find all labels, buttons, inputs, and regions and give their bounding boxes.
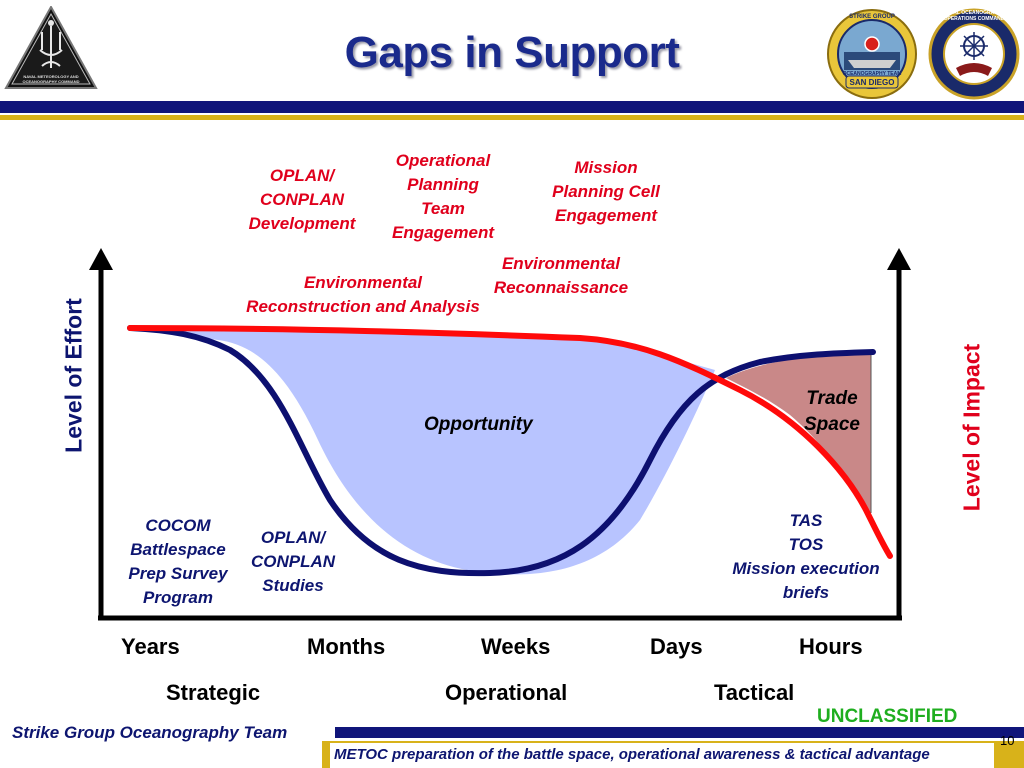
label-line: COCOM (145, 516, 211, 535)
opt-engagement-label: Operational Planning Team Engagement (378, 149, 508, 245)
header-bar-navy (0, 101, 1024, 113)
left-axis-arrow (89, 248, 113, 270)
right-axis-arrow (887, 248, 911, 270)
page-number: 10 (1000, 733, 1015, 748)
label-line: briefs (782, 583, 830, 602)
label-line: OPLAN/ (269, 166, 335, 185)
classification-label: UNCLASSIFIED (817, 706, 958, 727)
label-line: Planning Cell (552, 182, 660, 201)
tick-months: Months (307, 634, 386, 659)
label-line: TAS (789, 511, 823, 530)
effort-curve (127, 325, 876, 577)
opportunity-label: Opportunity (424, 414, 533, 435)
label-line: Studies (262, 576, 324, 595)
footer-org: Strike Group Oceanography Team (12, 723, 288, 742)
tick-years: Years (121, 634, 180, 659)
phase-operational: Operational (445, 680, 568, 705)
sgot-logo-top-text: STRIKE GROUP (849, 14, 895, 20)
label-line: TOS (788, 535, 824, 554)
footer-bar-navy (335, 727, 1024, 738)
cocom-label: COCOM Battlespace Prep Survey Program (112, 514, 244, 610)
phase-strategic: Strategic (166, 680, 261, 705)
env-reconstruction-label: Environmental Reconstruction and Analysi… (220, 271, 506, 319)
trade-space-region (726, 352, 871, 513)
label-line: Team (421, 199, 465, 218)
label-line: Planning (407, 175, 479, 194)
footer-tagline: METOC preparation of the battle space, o… (334, 746, 930, 763)
right-axis-label: Level of Impact (958, 343, 985, 512)
opportunity-region (130, 328, 715, 575)
label-line: Space (804, 414, 860, 435)
nmoc-logo: NAVAL METEOROLOGY AND OCEANOGRAPHY COMMA… (4, 4, 98, 92)
header-bar-gold (0, 115, 1024, 120)
tick-hours: Hours (799, 634, 863, 659)
nooc-logo-text: NAVAL OCEANOGRAPHY OPERATIONS COMMAND (943, 10, 1005, 22)
tick-days: Days (650, 634, 703, 659)
label-line: Development (248, 214, 356, 233)
sgot-logo-mid-text: OCEANOGRAPHY TEAM (842, 71, 902, 77)
oplan-studies-label: OPLAN/ CONPLAN Studies (238, 526, 348, 598)
label-line: Environmental (303, 273, 423, 292)
footer-tagline-box (330, 743, 994, 768)
label-line: OPLAN/ (260, 528, 326, 547)
label-line: Environmental (501, 254, 621, 273)
mpc-engagement-label: Mission Planning Cell Engagement (536, 156, 676, 228)
label-line: Operational (395, 151, 491, 170)
oplan-development-label: OPLAN/ CONPLAN Development (232, 164, 372, 236)
label-line: Reconnaissance (493, 278, 629, 297)
nooc-logo: NAVAL OCEANOGRAPHY OPERATIONS COMMAND (928, 8, 1020, 100)
label-line: Program (143, 588, 213, 607)
label-line: Engagement (391, 223, 495, 242)
slide-title: Gaps in Support (344, 28, 680, 77)
label-line: CONPLAN (259, 190, 345, 209)
label-line: Engagement (554, 206, 658, 225)
env-reconnaissance-label: Environmental Reconnaissance (478, 252, 644, 300)
phase-tactical: Tactical (714, 680, 795, 705)
label-line: Mission (574, 158, 638, 177)
label-line: Battlespace (130, 540, 226, 559)
label-line: Reconstruction and Analysis (246, 297, 480, 316)
left-axis-label: Level of Effort (60, 298, 87, 453)
label-line: Mission execution (732, 559, 880, 578)
sgot-san-diego-logo: STRIKE GROUP OCEANOGRAPHY TEAM SAN DIEGO (826, 8, 918, 100)
trade-space-label: Trade Space (792, 386, 872, 438)
impact-curve (127, 325, 893, 559)
label-line: CONPLAN (250, 552, 336, 571)
nmoc-logo-text: NAVAL METEOROLOGY AND OCEANOGRAPHY COMMA… (22, 74, 80, 84)
label-line: Prep Survey (128, 564, 228, 583)
sgot-logo-bottom-text: SAN DIEGO (849, 78, 895, 87)
tas-tos-label: TAS TOS Mission execution briefs (716, 509, 896, 605)
tick-weeks: Weeks (481, 634, 551, 659)
label-line: Trade (806, 388, 858, 409)
